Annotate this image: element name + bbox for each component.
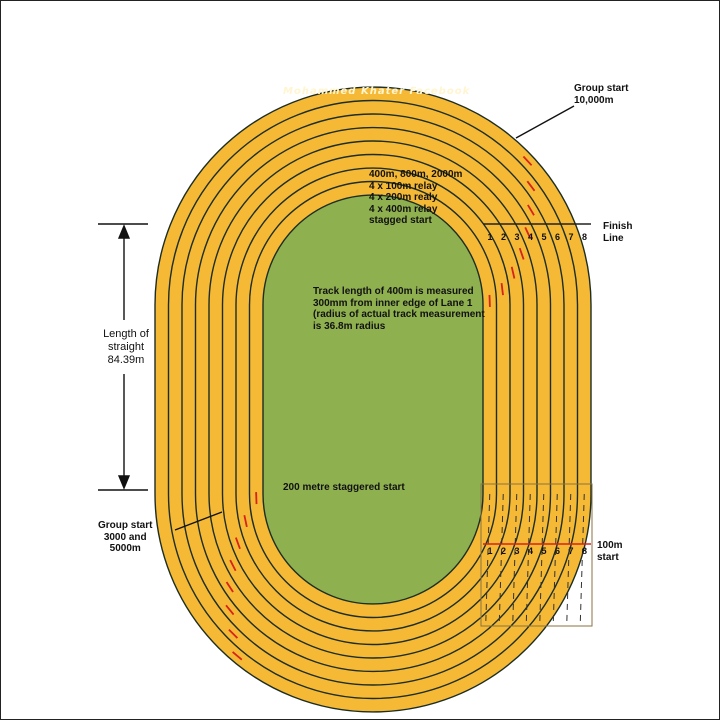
lane-number: 2 (500, 232, 506, 242)
lane-number: 4 (527, 232, 533, 242)
group-start-3000-line: 3000 and (103, 531, 147, 543)
stagger-markers-top (488, 155, 536, 307)
infield (263, 195, 483, 604)
measurement-note-line: (radius of actual track measurement (313, 309, 485, 320)
lane-number: 5 (541, 546, 547, 556)
finish-line-label-line: Finish (603, 221, 633, 232)
stagger-marker (225, 604, 235, 616)
group-start-line-10000 (515, 105, 575, 139)
straight-label-line: straight (107, 341, 145, 353)
lane-line (262, 194, 484, 605)
stagger-200-label: 200 metre staggered start (283, 482, 405, 493)
events-note-line: 4 x 100m relay (369, 180, 438, 192)
measurement-note-line: is 36.8m radius (313, 320, 386, 332)
stagger-marker (518, 247, 525, 260)
lane-number: 7 (568, 546, 574, 556)
measurement-note-line: Track length of 400m is measured (313, 286, 474, 297)
stagger-marker (229, 559, 237, 572)
stagger-marker (527, 204, 535, 216)
events-note-line: stagged start (369, 215, 432, 226)
lane-number: 4 (527, 546, 533, 556)
lane-line (167, 99, 579, 700)
lane-number: 1 (487, 232, 493, 242)
stagger-marker (228, 628, 239, 639)
stagger-marker (526, 180, 536, 192)
lane-line (208, 140, 538, 659)
lane-number: 8 (581, 232, 587, 242)
stagger-marker (243, 515, 248, 528)
finish-line-label: Finish Line (603, 221, 632, 244)
events-note-line: 400m, 800m, 2000m (369, 169, 463, 180)
lane-number: 7 (568, 232, 574, 242)
group-start-10000-label: Group start 10,000m (574, 83, 628, 106)
group-start-line-3000 (174, 511, 223, 531)
lane-number: 3 (514, 232, 520, 242)
group-start-10000-line: Group start (574, 83, 629, 94)
straight-length-arrow (98, 223, 148, 491)
start-100m-label: 100m start (597, 540, 623, 563)
stagger-marker (232, 651, 243, 661)
lane-number: 5 (541, 232, 547, 242)
stagger-markers-bottom (225, 492, 258, 661)
lane-number: 6 (554, 232, 560, 242)
lane-line (235, 167, 511, 632)
measurement-note-line: 300mm from inner edge of Lane 1 (313, 297, 473, 309)
stagger-marker (524, 227, 532, 239)
lane-number: 8 (581, 546, 587, 556)
finish-line-label-line: Line (603, 232, 624, 244)
lane-number: 2 (500, 546, 506, 556)
events-note-line: 4 x 200m realy (369, 192, 438, 203)
events-note-line: 4 x 400m relay (369, 203, 438, 215)
group-start-3000-line: 5000m (109, 543, 141, 554)
lane-line (181, 113, 565, 686)
lane-line (221, 153, 525, 646)
stagger-marker (522, 155, 533, 166)
lane-line (248, 180, 498, 619)
group-start-3000-line: Group start (98, 520, 153, 531)
start-100m-label-line: 100m (597, 540, 623, 551)
measurement-note: Track length of 400m is measured 300mm f… (313, 286, 485, 332)
straight-length-label: Length of straight 84.39m (96, 328, 156, 367)
stagger-marker (235, 537, 241, 550)
lane-line (154, 86, 592, 713)
group-start-3000-label: Group start 3000 and 5000m (98, 520, 152, 555)
watermark-text: Mohammed Khater Facebook (283, 86, 471, 97)
stagger-marker (500, 283, 504, 296)
straight-label-line: Length of (103, 328, 149, 340)
lane-line (194, 126, 552, 673)
start-100m-label-line: start (597, 551, 619, 563)
lane-number: 3 (514, 546, 520, 556)
start-box-100m (480, 483, 593, 627)
lane-number: 6 (554, 546, 560, 556)
stagger-marker (510, 266, 516, 279)
stagger-marker (225, 581, 234, 593)
lane-lines (154, 86, 592, 713)
lane-number: 1 (487, 546, 493, 556)
straight-label-line: 84.39m (107, 354, 145, 366)
group-start-10000-line: 10,000m (574, 94, 614, 106)
events-note: 400m, 800m, 2000m 4 x 100m relay 4 x 200… (369, 169, 462, 227)
